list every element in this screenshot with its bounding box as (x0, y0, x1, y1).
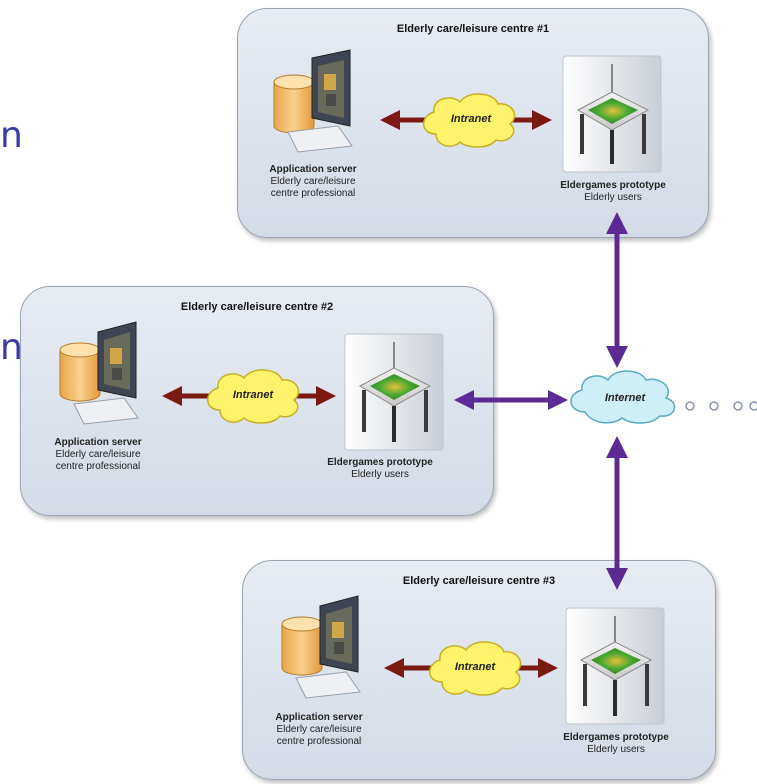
server-line1-3: Elderly care/leisure (276, 724, 362, 735)
server-line1-1: Elderly care/leisure (270, 176, 356, 187)
internet-link-centre2 (454, 390, 568, 410)
left-fragment-1: n (0, 115, 23, 156)
server-line2-1: centre professional (270, 188, 356, 199)
monitor-icon (311, 49, 351, 127)
intranet-label-3: Intranet (454, 661, 496, 673)
server-title-1: Application server (269, 164, 357, 175)
prototype-subtitle-3: Elderly users (587, 744, 645, 755)
keyboard-icon (73, 397, 139, 425)
intranet-cloud-icon-2 (207, 369, 300, 424)
table-icon-1 (562, 55, 662, 173)
table-icon-3 (565, 607, 665, 725)
ellipsis-icon (685, 401, 757, 411)
intranet-cloud-icon-3 (429, 641, 522, 696)
left-fragment-2: n (0, 327, 23, 368)
internet-label: Internet (604, 392, 646, 404)
server-line2-2: centre professional (55, 461, 141, 472)
monitor-icon (319, 595, 359, 673)
server-title-2: Application server (54, 437, 142, 448)
server-caption-3: Application server Elderly care/leisure … (264, 712, 374, 748)
table-icon-2 (344, 333, 444, 451)
server-caption-2: Application server Elderly care/leisure … (43, 437, 153, 473)
prototype-subtitle-1: Elderly users (584, 192, 642, 203)
server-computer-2 (59, 321, 139, 425)
prototype-title-3: Eldergames prototype (563, 732, 669, 743)
intranet-cloud-icon-1 (423, 93, 516, 148)
server-line2-3: centre professional (276, 736, 362, 747)
centre-title-1: Elderly care/leisure centre #1 (396, 23, 550, 35)
internet-cloud-icon (570, 370, 676, 424)
internet-link-centre3 (606, 436, 628, 590)
prototype-caption-2: Eldergames prototype Elderly users (312, 457, 448, 481)
prototype-subtitle-2: Elderly users (351, 469, 409, 480)
keyboard-icon (287, 125, 353, 153)
server-computer-1 (273, 49, 353, 153)
server-title-3: Application server (275, 712, 363, 723)
intranet-label-1: Intranet (450, 113, 492, 125)
server-line1-2: Elderly care/leisure (55, 449, 141, 460)
prototype-title-2: Eldergames prototype (327, 457, 433, 468)
intranet-label-2: Intranet (232, 389, 274, 401)
database-icon (281, 623, 323, 676)
monitor-icon (97, 321, 137, 399)
prototype-caption-3: Eldergames prototype Elderly users (548, 732, 684, 756)
internet-link-centre1 (606, 212, 628, 368)
centre-title-2: Elderly care/leisure centre #2 (180, 301, 334, 313)
database-icon (273, 81, 315, 134)
server-caption-1: Application server Elderly care/leisure … (258, 164, 368, 200)
prototype-title-1: Eldergames prototype (560, 180, 666, 191)
database-icon (59, 349, 101, 402)
prototype-caption-1: Eldergames prototype Elderly users (545, 180, 681, 204)
centre-title-3: Elderly care/leisure centre #3 (402, 575, 556, 587)
keyboard-icon (295, 671, 361, 699)
server-computer-3 (281, 595, 361, 699)
